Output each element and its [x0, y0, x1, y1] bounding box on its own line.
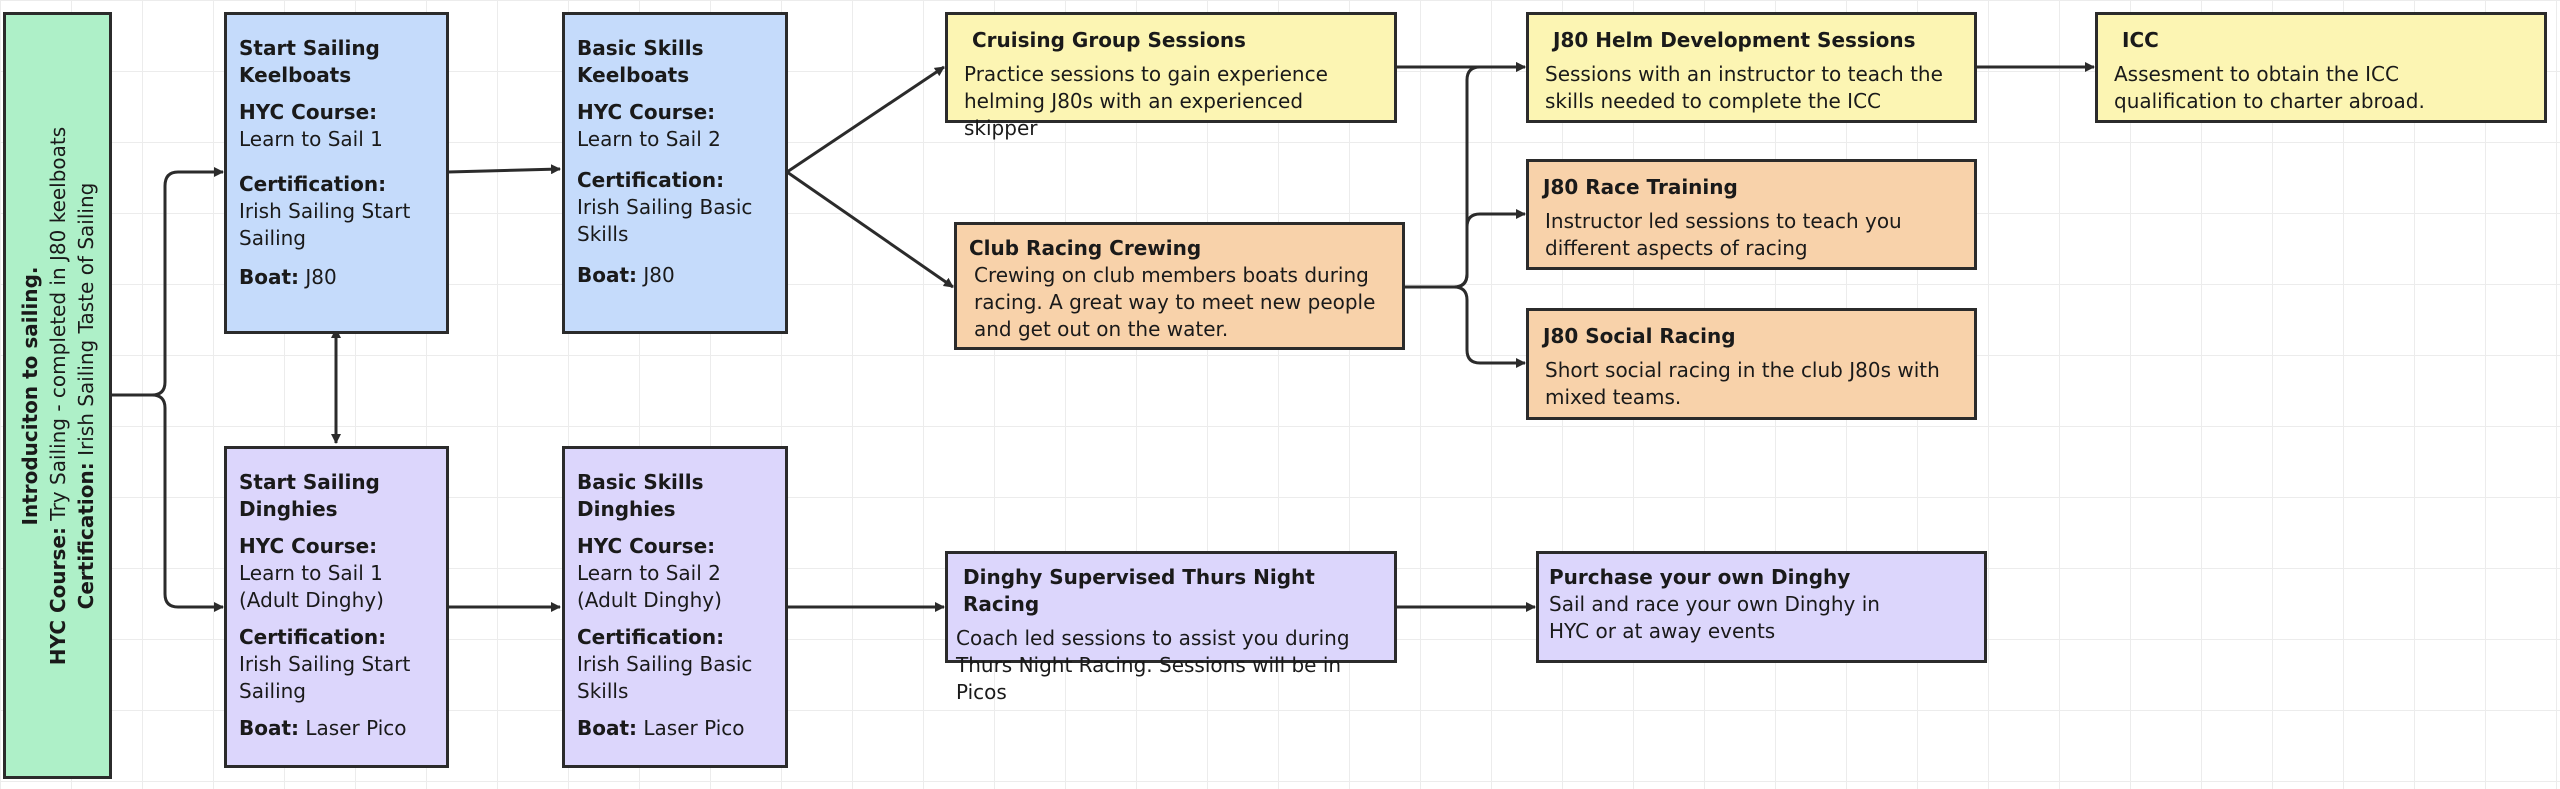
boat-line: Boat: J80: [239, 265, 337, 289]
node-title: Cruising Group Sessions: [972, 28, 1246, 52]
boat-line: Boat: J80: [577, 263, 675, 287]
certification-label: Certification:: [577, 625, 725, 649]
j80-helm-development-node: J80 Helm Development Sessions Sessions w…: [1526, 12, 1977, 123]
basic-skills-keelboats-node: Basic Skills Keelboats HYC Course: Learn…: [562, 12, 788, 334]
node-title: Start Sailing Dinghies: [239, 470, 380, 521]
course-value: Learn to Sail 1: [239, 127, 383, 151]
node-description: Sail and race your own Dinghy in HYC or …: [1549, 592, 1880, 643]
node-title: J80 Race Training: [1543, 175, 1738, 199]
j80-social-racing-node: J80 Social Racing Short social racing in…: [1526, 308, 1977, 420]
node-title: J80 Helm Development Sessions: [1553, 28, 1916, 52]
node-title: Dinghy Supervised Thurs Night Racing: [963, 565, 1315, 616]
node-title: ICC: [2122, 28, 2159, 52]
intro-certification: Certification: Irish Sailing Taste of Sa…: [73, 182, 98, 609]
j80-race-training-node: J80 Race Training Instructor led session…: [1526, 159, 1977, 270]
certification-value: Irish Sailing Basic Skills: [577, 652, 753, 703]
node-title: Basic Skills Keelboats: [577, 36, 704, 87]
connector-club-to-helm: [1404, 62, 1526, 289]
intro-title: Introduciton to sailing.: [17, 266, 42, 525]
certification-label: Certification:: [239, 625, 387, 649]
purchase-own-dinghy-node: Purchase your own Dinghy Sail and race y…: [1536, 551, 1987, 663]
connector-basic-keelboats-to-club-racing: [786, 170, 954, 289]
icc-node: ICC Assesment to obtain the ICC qualific…: [2095, 12, 2547, 123]
node-description: Assesment to obtain the ICC qualificatio…: [2114, 62, 2425, 113]
boat-line: Boat: Laser Pico: [239, 716, 407, 740]
intro-to-sailing-node: Introduciton to sailing. HYC Course: Try…: [3, 12, 112, 779]
connector-intro-to-start-dinghies: [112, 393, 224, 612]
certification-label: Certification:: [577, 168, 725, 192]
node-description: Short social racing in the club J80s wit…: [1545, 358, 1940, 409]
node-description: Instructor led sessions to teach you dif…: [1545, 209, 1902, 260]
course-value: Learn to Sail 2 (Adult Dinghy): [577, 561, 722, 612]
certification-value: Irish Sailing Basic Skills: [577, 195, 753, 246]
node-description: Sessions with an instructor to teach the…: [1545, 62, 1943, 113]
basic-skills-dinghies-node: Basic Skills Dinghies HYC Course: Learn …: [562, 446, 788, 768]
connector-club-to-social-racing: [1404, 285, 1526, 368]
club-racing-crewing-node: Club Racing Crewing Crewing on club memb…: [954, 222, 1405, 350]
certification-value: Irish Sailing Start Sailing: [239, 652, 411, 703]
connector-club-to-race-training: [1404, 209, 1526, 289]
node-title: J80 Social Racing: [1543, 324, 1736, 348]
node-title: Start Sailing Keelboats: [239, 36, 380, 87]
start-sailing-dinghies-node: Start Sailing Dinghies HYC Course: Learn…: [224, 446, 449, 768]
dinghy-thurs-night-racing-node: Dinghy Supervised Thurs Night Racing Coa…: [945, 551, 1397, 704]
connector-intro-to-start-keelboats: [112, 167, 224, 397]
node-description: Practice sessions to gain experience hel…: [964, 62, 1328, 140]
connector-basic-keelboats-to-cruising: [786, 65, 945, 174]
node-title: Club Racing Crewing: [969, 236, 1202, 260]
start-sailing-keelboats-node: Start Sailing Keelboats HYC Course: Lear…: [224, 12, 449, 334]
course-label: HYC Course:: [577, 534, 716, 558]
course-value: Learn to Sail 2: [577, 127, 721, 151]
course-label: HYC Course:: [239, 100, 378, 124]
node-description: Coach led sessions to assist you during …: [956, 626, 1350, 704]
course-value: Learn to Sail 1 (Adult Dinghy): [239, 561, 384, 612]
node-description: Crewing on club members boats during rac…: [974, 263, 1376, 341]
certification-label: Certification:: [239, 172, 387, 196]
course-label: HYC Course:: [577, 100, 716, 124]
node-title: Basic Skills Dinghies: [577, 470, 704, 521]
certification-value: Irish Sailing Start Sailing: [239, 199, 411, 250]
course-label: HYC Course:: [239, 534, 378, 558]
intro-hyc-course: HYC Course: Try Sailing - completed in J…: [45, 126, 70, 665]
connector-start-to-basic-keelboats: [447, 164, 561, 175]
boat-line: Boat: Laser Pico: [577, 716, 745, 740]
node-title: Purchase your own Dinghy: [1549, 565, 1851, 589]
cruising-group-sessions-node: Cruising Group Sessions Practice session…: [945, 12, 1397, 140]
